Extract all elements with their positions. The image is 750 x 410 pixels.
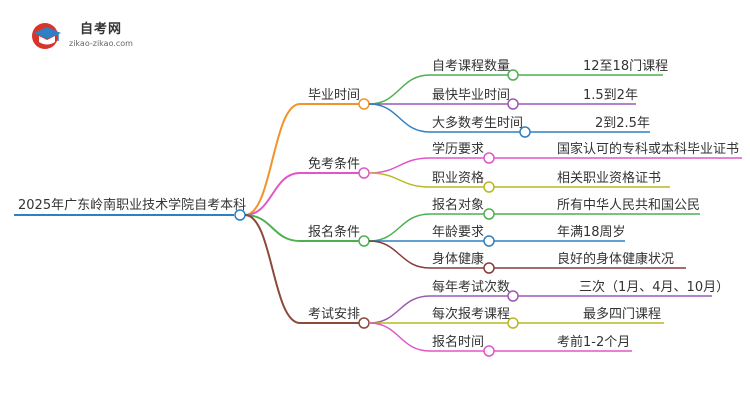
brand-domain: zikao-zikao.com: [69, 39, 133, 48]
item-label: 每次报考课程: [432, 306, 510, 322]
item-node: [507, 290, 519, 302]
item-node: [483, 152, 495, 164]
item-value: 所有中华人民共和国公民: [557, 198, 700, 213]
item-label: 年龄要求: [432, 225, 484, 240]
item-value: 考前1-2个月: [557, 334, 630, 350]
item-connector: [368, 172, 431, 188]
item-label: 职业资格: [432, 170, 484, 186]
branch-node: [358, 98, 370, 110]
item-value: 12至18门课程: [583, 59, 668, 74]
item-value: 良好的身体健康状况: [557, 251, 674, 267]
graduation-cap-icon: [32, 23, 61, 49]
item-node: [483, 345, 495, 357]
branch-label: 报名条件: [308, 224, 360, 240]
item-label: 学历要求: [432, 141, 484, 157]
branch-node: [358, 235, 370, 247]
item-label: 报名时间: [432, 334, 484, 350]
item-value: 三次（1月、4月、10月）: [579, 279, 729, 295]
branch-connector: [244, 172, 301, 216]
item-value: 1.5到2年: [583, 88, 638, 103]
item-label: 身体健康: [432, 251, 484, 267]
item-node: [507, 98, 519, 110]
item-connector: [368, 322, 431, 352]
branch-node: [358, 167, 370, 179]
item-node: [483, 181, 495, 193]
item-connector: [368, 295, 431, 324]
item-label: 大多数考生时间: [432, 115, 523, 131]
item-node: [483, 208, 495, 220]
branch-connector: [244, 214, 301, 324]
item-value: 年满18周岁: [557, 225, 626, 240]
item-label: 最快毕业时间: [432, 88, 510, 103]
branch-connector: [244, 214, 301, 242]
item-label: 报名对象: [432, 197, 484, 213]
item-connector: [368, 240, 431, 269]
item-connector: [368, 103, 431, 133]
branch-label: 考试安排: [308, 307, 360, 322]
branch-node: [358, 317, 370, 329]
item-value: 国家认可的专科或本科毕业证书: [557, 141, 739, 157]
root-node: [234, 209, 246, 221]
brand-name: 自考网: [80, 22, 123, 37]
root-label: 2025年广东岭南职业技术学院自考本科: [18, 197, 246, 213]
item-connector: [368, 157, 431, 174]
item-label: 自考课程数量: [432, 59, 510, 74]
item-value: 相关职业资格证书: [557, 170, 661, 186]
item-value: 2到2.5年: [595, 116, 650, 131]
item-label: 每年考试次数: [432, 279, 510, 295]
branch-label: 免考条件: [308, 156, 360, 172]
item-node: [507, 317, 519, 329]
item-connector: [368, 213, 431, 242]
branch-label: 毕业时间: [308, 88, 360, 103]
item-value: 最多四门课程: [583, 306, 661, 322]
item-node: [483, 262, 495, 274]
item-connector: [368, 74, 431, 105]
item-node: [507, 69, 519, 81]
item-node: [483, 235, 495, 247]
item-node: [519, 126, 531, 138]
brand-logo: 自考网 zikao-zikao.com: [30, 18, 140, 54]
branch-connector: [244, 103, 301, 216]
